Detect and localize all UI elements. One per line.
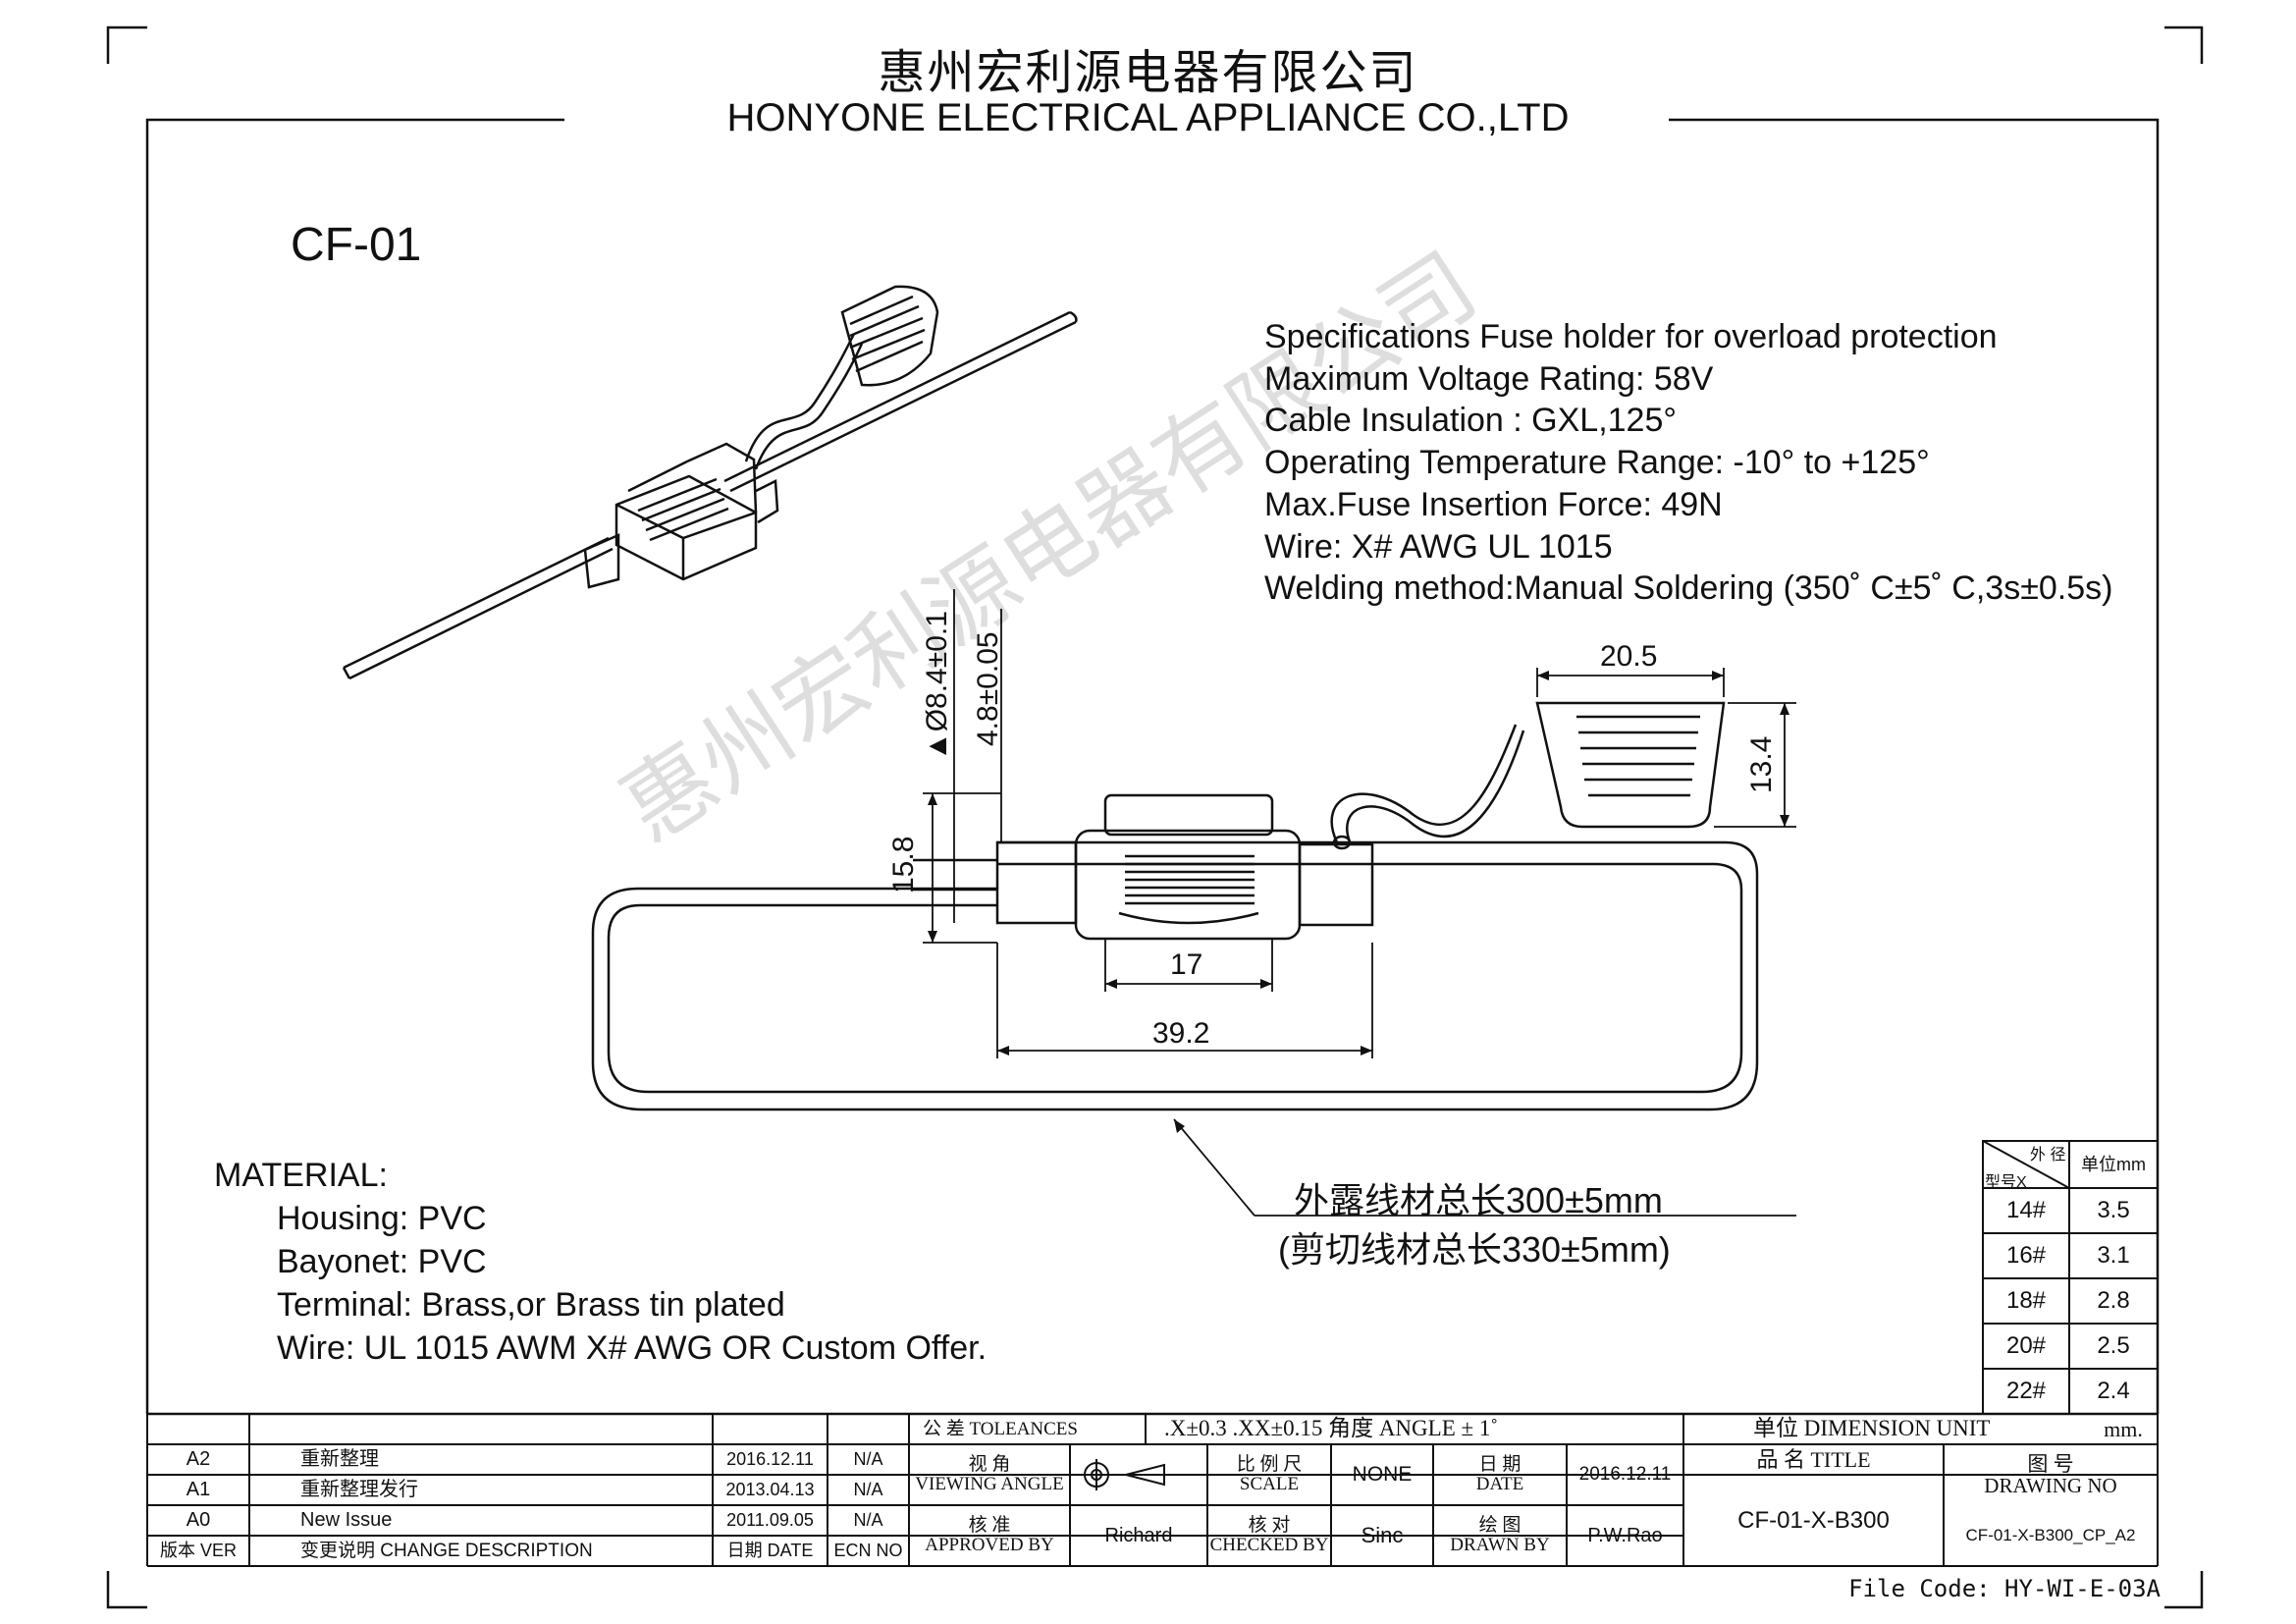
drawing-no-label: 图 号 DRAWING NO [1944, 1444, 2158, 1505]
date-value: 2016.12.11 [1578, 1464, 1672, 1486]
company-name-cn: 惠州宏利源电器有限公司 [878, 47, 1418, 99]
revision-date: 2016.12.11 [726, 1449, 814, 1470]
viewing-angle-cn: 视 角 [968, 1454, 1011, 1476]
gauge-value: 2.5 [2097, 1332, 2130, 1360]
revision-desc: 重新整理 [300, 1448, 379, 1470]
approved-label: 核 准 APPROVED BY [909, 1505, 1070, 1566]
gauge-header-model: 型号X [1985, 1174, 2027, 1191]
gauge-cell: 16# [2005, 1242, 2047, 1270]
material-item: Bayonet: PVC [277, 1243, 487, 1280]
dimension-lines [923, 589, 1796, 1217]
approved-en: APPROVED BY [925, 1535, 1054, 1555]
viewing-angle-label: 视 角 VIEWING ANGLE [909, 1444, 1070, 1505]
drawing-no-en: DRAWING NO [1984, 1474, 2117, 1497]
gauge-cell: 18# [2005, 1287, 2047, 1315]
part-code: CF-01 [291, 219, 422, 271]
date-cn: 日 期 [1478, 1454, 1522, 1476]
scale-value: NONE [1352, 1462, 1413, 1486]
revision-desc: New Issue [300, 1509, 393, 1531]
gauge-cell: 22# [2005, 1378, 2047, 1405]
date-en: DATE [1475, 1474, 1524, 1494]
spec-line: Welding method:Manual Soldering (350˚ C±… [1264, 569, 2113, 607]
checked-cn: 核 对 [1248, 1515, 1291, 1537]
revision-ver: A2 [186, 1448, 211, 1470]
gauge-table-grid [1982, 1140, 2159, 1415]
drawn-cn: 绘 图 [1478, 1515, 1522, 1537]
dimension-arrows [928, 671, 1789, 1133]
revision-ecn: N/A [853, 1449, 883, 1470]
gauge-value: 3.1 [2097, 1242, 2130, 1270]
spec-line: Operating Temperature Range: -10° to +12… [1264, 444, 1930, 481]
drawing-no-value: CF-01-X-B300_CP_A2 [1965, 1526, 2136, 1545]
revision-head-ecn: ECN NO [833, 1541, 903, 1561]
drawing-no-cn: 图 号 [2027, 1451, 2074, 1476]
revision-date: 2011.09.05 [726, 1510, 814, 1531]
drawn-value: P.W.Rao [1587, 1524, 1663, 1546]
checked-value: Sinc [1361, 1523, 1404, 1548]
drawn-label: 绘 图 DRAWN BY [1433, 1505, 1567, 1566]
unit-value: mm. [2104, 1416, 2143, 1441]
material-item: Housing: PVC [277, 1200, 487, 1237]
drawn-en: DRAWN BY [1450, 1535, 1550, 1555]
isometric-sketch [342, 285, 1078, 680]
revision-head-ver: 版本 VER [159, 1541, 237, 1561]
dim-inner: 4.8±0.05 [972, 631, 1004, 746]
gauge-header-diameter: 外 径 [2030, 1147, 2066, 1164]
spec-line: Specifications Fuse holder for overload … [1264, 318, 1998, 355]
gauge-value: 2.4 [2097, 1378, 2130, 1405]
file-code: File Code: HY-WI-E-03A [1848, 1575, 2161, 1602]
title-label: 品 名 TITLE [1756, 1446, 1871, 1472]
revision-head-desc: 变更说明 CHANGE DESCRIPTION [300, 1540, 593, 1561]
dim-diameter: ▲Ø8.4±0.1 [921, 611, 953, 761]
spec-line: Max.Fuse Insertion Force: 49N [1264, 486, 1723, 523]
checked-en: CHECKED BY [1209, 1535, 1329, 1555]
dim-body: 17 [1170, 948, 1203, 981]
dim-total: 39.2 [1152, 1017, 1210, 1050]
material-item: Wire: UL 1015 AWM X# AWG OR Custom Offer… [277, 1329, 988, 1367]
gauge-header-unit: 单位mm [2081, 1154, 2146, 1174]
date-label: 日 期 DATE [1433, 1444, 1567, 1505]
projection-symbol [1080, 1459, 1170, 1490]
spec-line: Maximum Voltage Rating: 58V [1264, 360, 1714, 398]
tolerance-label: 公 差 TOLEANCES [923, 1418, 1078, 1439]
revision-ver: A0 [186, 1509, 211, 1531]
scale-en: SCALE [1239, 1474, 1300, 1494]
dim-cap-height: 13.4 [1745, 735, 1778, 793]
approved-cn: 核 准 [968, 1515, 1011, 1537]
material-heading: MATERIAL: [214, 1157, 388, 1194]
unit-label: 单位 DIMENSION UNIT [1753, 1416, 1991, 1441]
drawing-frame [145, 118, 2160, 1416]
dim-cap-width: 20.5 [1600, 640, 1658, 673]
scale-label: 比 例 尺 SCALE [1207, 1444, 1331, 1505]
front-view [591, 701, 1759, 1111]
material-item: Terminal: Brass,or Brass tin plated [277, 1286, 785, 1324]
revision-ecn: N/A [853, 1510, 883, 1531]
spec-line: Wire: X# AWG UL 1015 [1264, 528, 1613, 566]
revision-ver: A1 [186, 1479, 211, 1500]
wire-length-exposed: 外露线材总长300±5mm [1294, 1180, 1663, 1220]
title-value: CF-01-X-B300 [1737, 1506, 1890, 1534]
gauge-value: 2.8 [2097, 1287, 2130, 1315]
gauge-cell: 20# [2005, 1332, 2047, 1360]
approved-value: Richard [1104, 1524, 1173, 1546]
wire-length-cut: (剪切线材总长330±5mm) [1278, 1229, 1671, 1270]
corner-marks [106, 26, 2204, 1609]
revision-desc: 重新整理发行 [300, 1479, 418, 1500]
revision-head-date: 日期 DATE [726, 1541, 814, 1561]
revision-date: 2013.04.13 [725, 1480, 815, 1500]
dim-height: 15.8 [887, 836, 920, 893]
tolerance-value: .X±0.3 .XX±0.15 角度 ANGLE ± 1˚ [1164, 1416, 1499, 1441]
gauge-cell: 14# [2005, 1197, 2047, 1224]
revision-ecn: N/A [853, 1480, 883, 1500]
viewing-angle-en: VIEWING ANGLE [915, 1474, 1064, 1494]
spec-line: Cable Insulation : GXL,125° [1264, 402, 1677, 439]
checked-label: 核 对 CHECKED BY [1207, 1505, 1331, 1566]
gauge-value: 3.5 [2097, 1197, 2130, 1224]
scale-cn: 比 例 尺 [1236, 1454, 1303, 1476]
company-name-en: HONYONE ELECTRICAL APPLIANCE CO.,LTD [726, 96, 1570, 139]
